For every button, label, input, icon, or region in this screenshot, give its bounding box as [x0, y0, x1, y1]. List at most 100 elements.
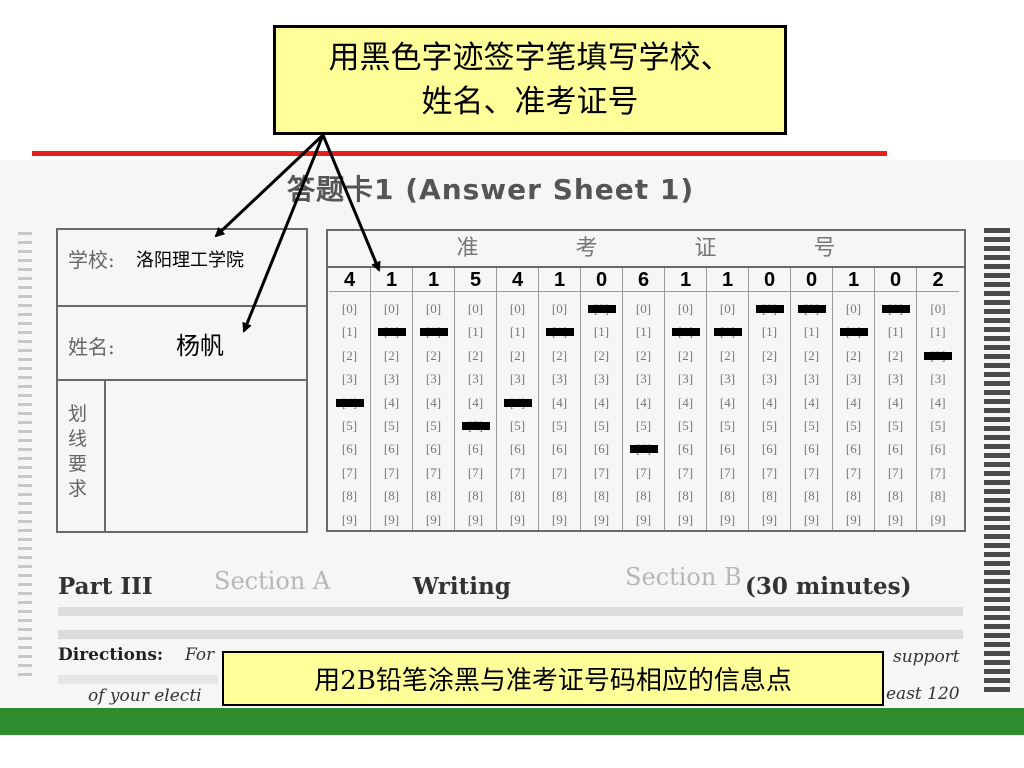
- filled-bubble-mark: [798, 305, 826, 313]
- right-timing-marks: [984, 228, 1010, 692]
- bubble-option: [1]: [930, 324, 946, 340]
- bubble-option: [5]: [509, 418, 526, 433]
- ticket-column: 0[0][1][2][3][4][5][6][7][8][9]: [791, 268, 833, 530]
- bubble-option: [7]: [761, 464, 778, 480]
- bubble-option: [4]: [719, 394, 736, 410]
- red-divider: [32, 151, 887, 156]
- school-value: 洛阳理工学院: [136, 250, 244, 271]
- filled-bubble-mark: [504, 398, 532, 407]
- bubble-option: [2]: [593, 347, 610, 363]
- rules-label: 划线要求: [68, 403, 88, 500]
- bubble-option: [6]: [551, 441, 568, 457]
- bubble-option: [3]: [803, 371, 820, 387]
- bubble-option: [8]: [635, 488, 652, 504]
- bubble-option: [0]: [677, 301, 694, 316]
- bubble-option: [9]: [551, 511, 568, 527]
- arrow-to-name: [242, 134, 325, 333]
- name-value: 杨帆: [176, 332, 224, 360]
- bubble-option: [8]: [761, 488, 778, 504]
- bubble-option: [3]: [719, 371, 736, 387]
- bubble-option: [2]: [803, 347, 820, 363]
- bubble-option: [5]: [761, 418, 778, 433]
- bubble-option: [6]: [930, 441, 946, 457]
- bottom-callout-text: 用2B铅笔涂黑与准考证号码相应的信息点: [314, 666, 792, 696]
- bubble-option: [6]: [761, 441, 778, 457]
- ticket-column: 1[0][1][2][3][4][5][6][7][8][9]: [371, 268, 413, 530]
- ticket-column: 4[0][1][2][3][4][5][6][7][8][9]: [497, 268, 539, 530]
- ticket-column: 5[0][1][2][3][4][5][6][7][8][9]: [455, 268, 497, 530]
- bubble-option: [9]: [719, 511, 736, 527]
- top-callout-line-2: 姓名、准考证号: [421, 84, 639, 120]
- ticket-column: 1[0][1][2][3][4][5][6][7][8][9]: [707, 268, 749, 530]
- bubble-option: [2]: [551, 347, 568, 363]
- bubble-option: [4]: [845, 394, 862, 410]
- bubble-option: [5]: [803, 418, 820, 433]
- bubble-option: [1]: [509, 324, 526, 340]
- bubble-option: [7]: [467, 464, 484, 480]
- ticket-header: 准 考 证 号: [328, 231, 964, 268]
- directions-label: Directions:: [58, 645, 164, 665]
- bubble-option: [4]: [551, 394, 568, 410]
- bubble-option: [8]: [845, 488, 862, 504]
- filled-bubble-mark: [420, 328, 448, 337]
- bubble-option: [5]: [341, 418, 358, 433]
- ticket-column: 0[0][1][2][3][4][5][6][7][8][9]: [875, 268, 917, 530]
- ticket-digit: 2: [917, 269, 959, 292]
- bubble-option: [0]: [635, 301, 652, 316]
- bubble-option: [0]: [509, 301, 526, 316]
- bubble-option: [3]: [845, 371, 862, 387]
- bubble-option: [5]: [887, 418, 904, 433]
- bubble-option: [2]: [677, 347, 694, 363]
- ticket-digit: 0: [581, 269, 622, 292]
- bubble-option: [6]: [887, 441, 904, 457]
- filled-bubble-mark: [462, 422, 490, 430]
- section-b-label: Section B: [625, 563, 742, 591]
- bubble-option: [4]: [930, 394, 946, 410]
- ticket-column: 1[0][1][2][3][4][5][6][7][8][9]: [665, 268, 707, 530]
- bubble-option: [7]: [551, 464, 568, 480]
- bubble-option: [4]: [677, 394, 694, 410]
- bubble-option: [9]: [383, 511, 400, 527]
- bubble-option: [6]: [341, 441, 358, 457]
- bubble-option: [4]: [425, 394, 442, 410]
- bubble-option: [8]: [425, 488, 442, 504]
- filled-bubble-mark: [378, 328, 406, 337]
- arrow-to-school: [214, 133, 325, 238]
- bubble-option: [4]: [383, 394, 400, 410]
- ticket-header-char: 准: [456, 236, 479, 261]
- bubble-option: [0]: [341, 301, 358, 316]
- bubble-option: [5]: [677, 418, 694, 433]
- bubble-option: [6]: [509, 441, 526, 457]
- bubble-option: [5]: [551, 418, 568, 433]
- rules-column: [58, 381, 106, 531]
- filled-bubble-mark: [336, 398, 364, 407]
- bubble-option: [6]: [719, 441, 736, 457]
- bubble-option: [0]: [719, 301, 736, 316]
- minutes-label: (30 minutes): [745, 573, 912, 600]
- filled-bubble-mark: [546, 328, 574, 337]
- filled-bubble-mark: [840, 328, 868, 337]
- bubble-option: [9]: [341, 511, 358, 527]
- bubble-option: [6]: [425, 441, 442, 457]
- bubble-option: [8]: [593, 488, 610, 504]
- bubble-option: [3]: [930, 371, 946, 387]
- bubble-option: [1]: [593, 324, 610, 340]
- bubble-option: [3]: [383, 371, 400, 387]
- filled-bubble-mark: [588, 305, 616, 313]
- left-edge-dashes: [18, 232, 32, 676]
- bubble-option: [8]: [383, 488, 400, 504]
- sheet-title: 答题卡1 (Answer Sheet 1): [287, 173, 695, 206]
- bubble-option: [6]: [803, 441, 820, 457]
- bubble-option: [8]: [509, 488, 526, 504]
- bubble-option: [5]: [719, 418, 736, 433]
- bubble-option: [0]: [425, 301, 442, 316]
- bubble-option: [3]: [887, 371, 904, 387]
- bubble-option: [3]: [635, 371, 652, 387]
- bubble-option: [9]: [467, 511, 484, 527]
- blurred-text-line: [58, 675, 218, 684]
- bubble-option: [5]: [845, 418, 862, 433]
- ticket-header-char: 号: [813, 236, 836, 261]
- arrow-to-ticket: [321, 134, 381, 272]
- ticket-digit: 1: [539, 269, 580, 292]
- directions-start: For: [185, 645, 215, 665]
